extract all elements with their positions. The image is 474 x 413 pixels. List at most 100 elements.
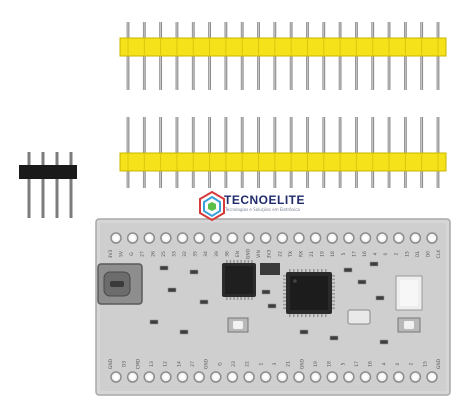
chip-pin bbox=[283, 275, 286, 277]
silk-label: 25 bbox=[161, 251, 167, 257]
chip-pin bbox=[332, 296, 335, 299]
silk-label: 33 bbox=[171, 251, 177, 257]
chip-pin bbox=[332, 303, 335, 306]
reset-button bbox=[227, 317, 249, 333]
silk-label: 26 bbox=[150, 251, 156, 257]
pin-hole-center bbox=[396, 235, 402, 241]
smd-part bbox=[375, 295, 385, 301]
header-strip-seam bbox=[306, 39, 308, 55]
smd-part bbox=[179, 329, 189, 335]
brand-tagline: Tecnologias e Soluções em Eletrônica bbox=[225, 207, 300, 212]
chip-pin bbox=[226, 260, 228, 263]
small-header-pin bbox=[55, 152, 59, 218]
silk-label: 16 bbox=[368, 361, 374, 367]
silk-label: RX bbox=[298, 251, 304, 257]
chip-pin bbox=[247, 297, 250, 300]
header-strip-seam bbox=[176, 39, 178, 55]
pin-hole-center bbox=[246, 235, 252, 241]
header-strip bbox=[119, 37, 447, 57]
chip-pin bbox=[236, 260, 239, 263]
silk-label: G bbox=[129, 252, 135, 256]
pin-hole-center bbox=[113, 374, 119, 380]
pin-hole-center bbox=[329, 235, 335, 241]
board-pin-holes-bottom bbox=[110, 371, 438, 383]
chip-pin bbox=[313, 314, 315, 317]
chip-pin bbox=[283, 289, 286, 291]
header-strip-seam bbox=[225, 39, 227, 55]
header-strip-seam bbox=[388, 39, 390, 55]
pin-hole-center bbox=[246, 374, 252, 380]
chip-pin bbox=[332, 278, 335, 281]
silk-label: CMD bbox=[135, 358, 141, 369]
chip-pin bbox=[293, 314, 295, 317]
pin-hole-center bbox=[113, 235, 119, 241]
silk-label: 12 bbox=[163, 361, 169, 367]
header-strip-seam bbox=[241, 154, 243, 170]
chip-pin bbox=[301, 269, 303, 272]
pin-hole-center bbox=[263, 235, 269, 241]
header-strip-seam bbox=[209, 39, 211, 55]
pin-hole-center bbox=[429, 235, 435, 241]
header-strip-seam bbox=[143, 154, 145, 170]
chip-pin bbox=[332, 300, 335, 302]
header-strip-seam bbox=[355, 154, 357, 170]
pin-hole-center bbox=[363, 374, 368, 380]
long-pin-header-top bbox=[119, 22, 447, 90]
chip-pin bbox=[317, 314, 319, 317]
header-strip-seam bbox=[404, 39, 406, 55]
silk-label: 23 bbox=[231, 361, 237, 367]
silk-label: 3V3 bbox=[108, 249, 114, 258]
chip-pin bbox=[305, 269, 307, 272]
header-strip-seam bbox=[388, 154, 390, 170]
long-pin-header-middle bbox=[119, 117, 447, 188]
silk-label: 21 bbox=[286, 361, 292, 367]
header-strip-seam bbox=[192, 39, 194, 55]
pin-hole-center bbox=[412, 235, 418, 241]
boot-button bbox=[397, 317, 421, 333]
smd-part bbox=[379, 339, 389, 345]
chip-pin bbox=[283, 293, 286, 295]
chip-pin bbox=[244, 297, 246, 300]
header-strip-seam bbox=[127, 39, 129, 55]
silk-label: D3 bbox=[122, 361, 128, 367]
pin-hole-center bbox=[279, 374, 285, 380]
smd-part bbox=[261, 289, 271, 295]
smd-part bbox=[159, 265, 169, 271]
chip-pin bbox=[289, 269, 291, 272]
header-strip-seam bbox=[290, 39, 292, 55]
pin-hole-center bbox=[196, 235, 202, 241]
pin-hole-center bbox=[180, 235, 185, 241]
chip-pin bbox=[283, 303, 286, 306]
silk-label: 2 bbox=[409, 362, 415, 365]
smd-part bbox=[167, 287, 177, 293]
chip-pin bbox=[233, 297, 235, 300]
small-header-pin bbox=[41, 152, 45, 218]
chip-pin bbox=[332, 293, 335, 295]
silk-label: 18 bbox=[327, 361, 333, 367]
chip-pin bbox=[321, 314, 323, 317]
silk-label: 4 bbox=[381, 362, 387, 365]
chip-pin bbox=[240, 260, 242, 263]
header-strip-seam bbox=[355, 39, 357, 55]
chip-pin bbox=[332, 275, 335, 277]
chip-pin bbox=[325, 314, 327, 317]
pin-hole-center bbox=[130, 235, 136, 241]
smd-part bbox=[357, 279, 367, 285]
header-strip-seam bbox=[241, 39, 243, 55]
silk-label: 34 bbox=[203, 251, 209, 257]
pin-hole-center bbox=[379, 374, 385, 380]
silk-label: 5 bbox=[340, 362, 346, 365]
header-strip-seam bbox=[323, 154, 325, 170]
pin-hole-center bbox=[163, 374, 169, 380]
silk-label: 18 bbox=[330, 251, 336, 257]
silk-label: 2 bbox=[394, 252, 400, 255]
chip-pin bbox=[233, 260, 235, 263]
silk-label: D1 bbox=[415, 251, 421, 257]
silk-label: 35 bbox=[193, 251, 199, 257]
pin-hole-center bbox=[163, 235, 169, 241]
pin-hole-center bbox=[146, 235, 152, 241]
silk-label: 1 bbox=[258, 362, 264, 365]
